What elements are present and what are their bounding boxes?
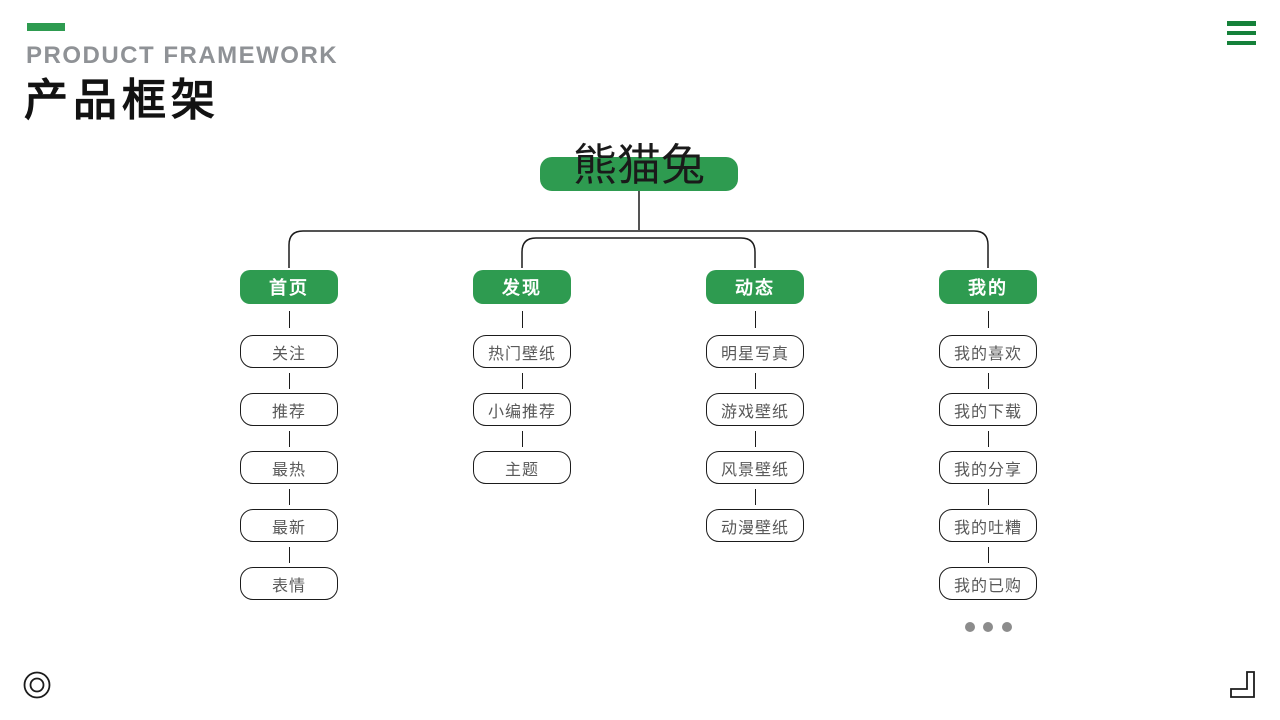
tree-node[interactable]: 表情 xyxy=(240,567,338,600)
connector-line xyxy=(987,372,989,389)
eyebrow-title: PRODUCT FRAMEWORK xyxy=(26,42,339,69)
ellipsis-dots-icon xyxy=(964,622,1012,632)
connector-line xyxy=(521,430,523,447)
connector-line xyxy=(288,430,290,447)
tab-node-discover[interactable]: 发现 xyxy=(473,270,571,304)
tab-node-home[interactable]: 首页 xyxy=(240,270,338,304)
root-node-button[interactable]: 熊猫兔 xyxy=(540,141,738,191)
tree-node[interactable]: 主题 xyxy=(473,451,571,484)
tree-node[interactable]: 我的分享 xyxy=(939,451,1037,484)
page-title: 产品框架 xyxy=(24,76,220,125)
tree-node[interactable]: 最热 xyxy=(240,451,338,484)
dot xyxy=(983,622,993,632)
tab-node-mine[interactable]: 我的 xyxy=(939,270,1037,304)
hamburger-menu-icon[interactable] xyxy=(1227,21,1256,45)
tree-column-mine: 我的 我的喜欢 我的下载 我的分享 我的吐糟 我的已购 xyxy=(918,270,1058,632)
tree-column-discover: 发现 热门壁纸 小编推荐 主题 xyxy=(452,270,592,484)
connector-line xyxy=(521,372,523,389)
hamburger-bar xyxy=(1227,21,1256,26)
tree-node[interactable]: 游戏壁纸 xyxy=(706,393,804,426)
tree-node[interactable]: 明星写真 xyxy=(706,335,804,368)
tree-node[interactable]: 推荐 xyxy=(240,393,338,426)
tree-node[interactable]: 关注 xyxy=(240,335,338,368)
connector-line xyxy=(754,488,756,505)
connector-line xyxy=(288,488,290,505)
connector-line xyxy=(987,430,989,447)
connector-line xyxy=(754,311,756,328)
tree-node[interactable]: 最新 xyxy=(240,509,338,542)
connector-line xyxy=(288,311,290,328)
connector-line xyxy=(754,372,756,389)
connector-line xyxy=(754,430,756,447)
hamburger-bar xyxy=(1227,40,1256,45)
tree-column-moments: 动态 明星写真 游戏壁纸 风景壁纸 动漫壁纸 xyxy=(685,270,825,542)
connector-line xyxy=(987,546,989,563)
tab-node-moments[interactable]: 动态 xyxy=(706,270,804,304)
connector-line xyxy=(288,546,290,563)
connector-line xyxy=(521,311,523,328)
connector-line xyxy=(987,311,989,328)
accent-bar xyxy=(27,23,65,31)
dot xyxy=(964,622,975,632)
tree-node[interactable]: 热门壁纸 xyxy=(473,335,571,368)
tree-node[interactable]: 我的已购 xyxy=(939,567,1037,600)
concentric-circles-icon xyxy=(23,671,51,699)
connector-line xyxy=(987,488,989,505)
tree-node[interactable]: 我的喜欢 xyxy=(939,335,1037,368)
dot xyxy=(1001,622,1012,632)
tree-node[interactable]: 风景壁纸 xyxy=(706,451,804,484)
tree-node[interactable]: 我的吐糟 xyxy=(939,509,1037,542)
tree-node[interactable]: 小编推荐 xyxy=(473,393,571,426)
hamburger-bar xyxy=(1227,30,1256,36)
root-node-label: 熊猫兔 xyxy=(573,141,705,190)
tree-node[interactable]: 我的下载 xyxy=(939,393,1037,426)
connector-line xyxy=(288,372,290,389)
tree-column-home: 首页 关注 推荐 最热 最新 表情 xyxy=(219,270,359,600)
corner-l-icon xyxy=(1230,671,1255,698)
tree-node[interactable]: 动漫壁纸 xyxy=(706,509,804,542)
